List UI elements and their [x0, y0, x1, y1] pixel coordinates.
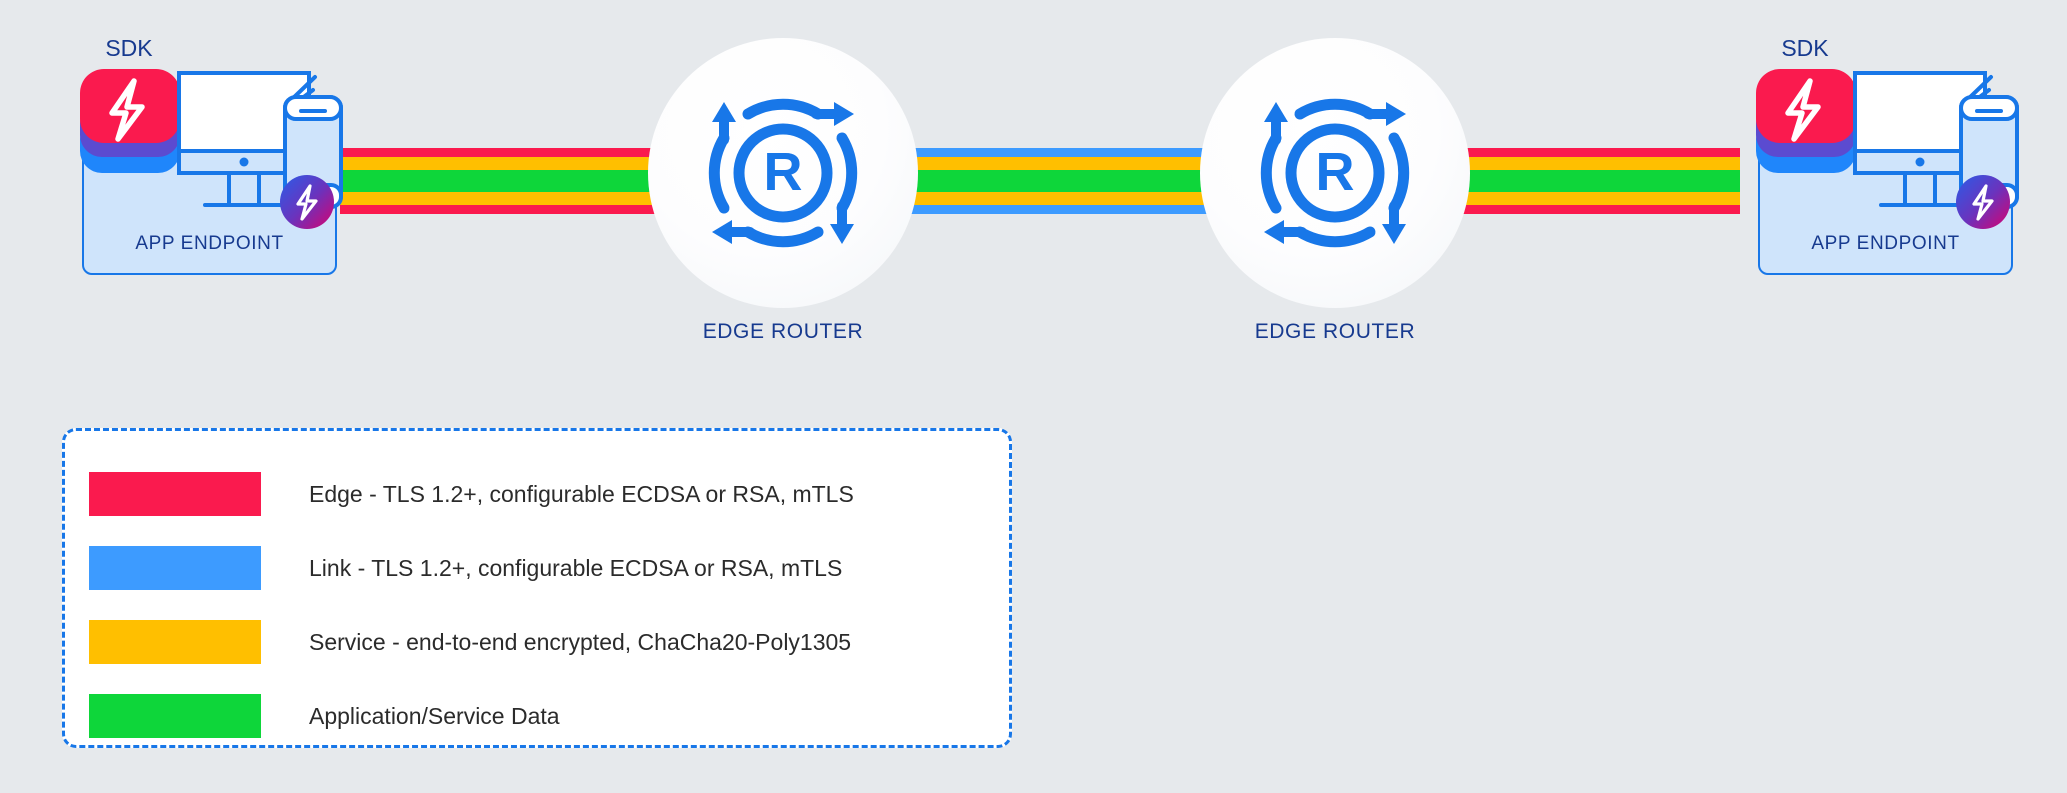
band-stripe	[340, 170, 658, 192]
router-icon: R	[688, 78, 878, 268]
legend-label-service: Service - end-to-end encrypted, ChaCha20…	[309, 628, 852, 655]
router-disc	[648, 38, 918, 308]
band-stripe	[1400, 157, 1740, 170]
lightning-bolt-icon	[1972, 184, 1994, 221]
band-stripe	[1400, 192, 1740, 205]
legend-item: Link - TLS 1.2+, configurable ECDSA or R…	[65, 531, 1009, 605]
band-stripe	[1400, 205, 1740, 214]
lightning-bolt-badge-right[interactable]	[1956, 175, 2010, 229]
lightning-bolt-badge-left[interactable]	[280, 175, 334, 229]
legend-label-link: Link - TLS 1.2+, configurable ECDSA or R…	[309, 554, 843, 581]
endpoint-label-left: APP ENDPOINT	[135, 233, 284, 254]
router-disc	[1200, 38, 1470, 308]
legend-panel: Edge - TLS 1.2+, configurable ECDSA or R…	[62, 428, 1012, 748]
edge-router-left[interactable]: R EDGE ROUTER	[648, 38, 918, 343]
router-icon: R	[1240, 78, 1430, 268]
app-endpoint-left[interactable]: SDK	[62, 35, 362, 275]
legend-swatch-link	[89, 546, 261, 590]
sdk-stack-icon	[1748, 65, 1864, 180]
sdk-label-left: SDK	[105, 35, 153, 61]
svg-text:R: R	[1316, 142, 1355, 202]
legend-swatch-appdata	[89, 694, 261, 738]
band-stripe	[340, 157, 658, 170]
band-stripe	[1400, 170, 1740, 192]
connection-band-middle-link	[830, 148, 1220, 214]
sdk-label-right: SDK	[1781, 35, 1829, 61]
app-endpoint-right[interactable]: SDK	[1738, 35, 2038, 275]
svg-text:R: R	[764, 142, 803, 202]
legend-item: Edge - TLS 1.2+, configurable ECDSA or R…	[65, 457, 1009, 531]
band-stripe	[830, 192, 1220, 205]
connection-band-left-edge	[340, 148, 658, 214]
band-stripe	[340, 148, 658, 157]
band-stripe	[1400, 148, 1740, 157]
endpoint-label-right: APP ENDPOINT	[1811, 233, 1960, 254]
band-stripe	[340, 205, 658, 214]
band-stripe	[340, 192, 658, 205]
band-stripe	[830, 157, 1220, 170]
connection-band-right-edge	[1400, 148, 1740, 214]
band-stripe	[830, 205, 1220, 214]
legend-item: Service - end-to-end encrypted, ChaCha20…	[65, 605, 1009, 679]
legend-swatch-edge	[89, 472, 261, 516]
edge-router-right[interactable]: R EDGE ROUTER	[1200, 38, 1470, 343]
lightning-bolt-icon	[296, 184, 318, 221]
band-stripe	[830, 148, 1220, 157]
router-label-left: EDGE ROUTER	[702, 320, 864, 343]
sdk-stack-icon	[72, 65, 188, 180]
band-stripe	[830, 170, 1220, 192]
router-label-right: EDGE ROUTER	[1254, 320, 1416, 343]
legend-item: Application/Service Data	[65, 679, 1009, 753]
legend-swatch-service	[89, 620, 261, 664]
legend-label-appdata: Application/Service Data	[309, 702, 560, 729]
legend-label-edge: Edge - TLS 1.2+, configurable ECDSA or R…	[309, 480, 854, 507]
